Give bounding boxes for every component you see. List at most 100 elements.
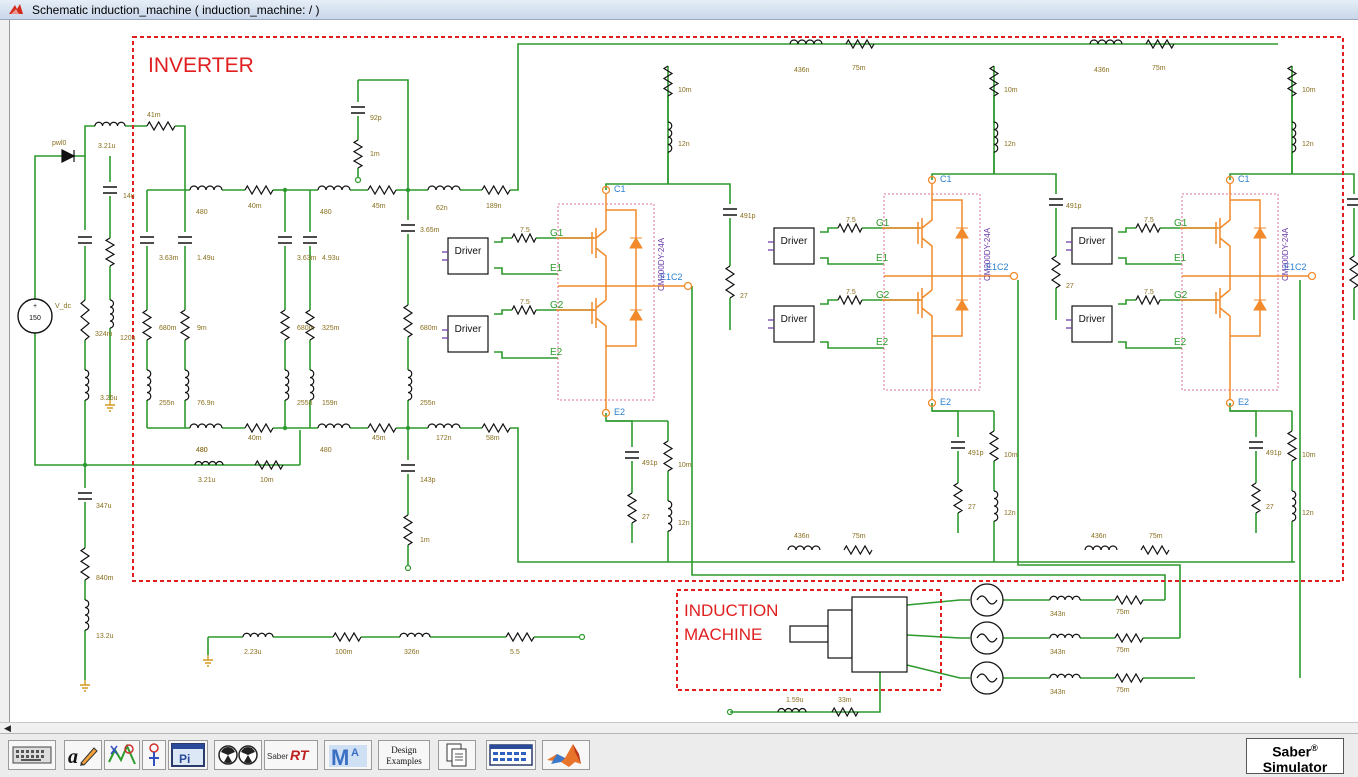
value-label: 75m xyxy=(852,533,866,540)
radiation-icon xyxy=(218,745,258,765)
resistor xyxy=(1050,255,1062,289)
matlab-button[interactable] xyxy=(542,740,590,770)
value-label: 100m xyxy=(335,649,353,656)
value-label: 41m xyxy=(147,112,161,119)
inductor xyxy=(993,490,999,522)
value-label: 75m xyxy=(1116,647,1130,654)
resistor xyxy=(179,309,191,341)
grid-table-button[interactable] xyxy=(486,740,536,770)
value-label: 27 xyxy=(642,514,650,521)
value-label: 480 xyxy=(196,209,208,216)
terminal xyxy=(726,708,734,716)
saber-rt-button[interactable]: Saber RT xyxy=(264,740,318,770)
terminal xyxy=(404,564,412,572)
resistor xyxy=(1140,544,1170,556)
design-examples-icon: Design Examples xyxy=(386,745,422,766)
probe-button[interactable] xyxy=(142,740,166,770)
capacitor xyxy=(401,464,415,472)
canvas-left-border xyxy=(0,20,10,722)
value-label: 75m xyxy=(1152,65,1166,72)
driver-label: Driver xyxy=(1079,236,1106,247)
value-label: 343n xyxy=(1050,611,1066,618)
capacitor xyxy=(351,106,365,114)
saber-logo-icon xyxy=(9,4,23,14)
resistor xyxy=(104,237,116,267)
horizontal-scrollbar[interactable]: ◀ xyxy=(0,722,1358,733)
junction-dot xyxy=(282,425,288,431)
emitter-label: E2 xyxy=(876,337,889,348)
scope-button[interactable]: Pi xyxy=(168,740,208,770)
resistor xyxy=(146,120,176,132)
value-label: 120u xyxy=(120,335,136,342)
sine-icon xyxy=(976,673,998,683)
wire xyxy=(494,237,512,243)
gate-label: G2 xyxy=(1174,290,1188,301)
driver-label: Driver xyxy=(455,246,482,257)
resistor xyxy=(845,38,875,50)
svg-text:Saber: Saber xyxy=(267,752,289,761)
grid-table-icon xyxy=(489,744,533,766)
radiation-button[interactable] xyxy=(214,740,262,770)
value-label: 92p xyxy=(370,115,382,122)
emitter-label: E2 xyxy=(550,347,563,358)
motor-body xyxy=(851,596,908,673)
resistor xyxy=(1135,294,1161,306)
capacitor xyxy=(401,224,415,232)
value-label: 436n xyxy=(794,67,810,74)
value-label: 3.21u xyxy=(198,477,216,484)
matlab-m-icon: M A xyxy=(329,745,367,769)
resistor xyxy=(80,299,90,341)
design-examples-button[interactable]: Design Examples xyxy=(378,740,430,770)
text-pencil-icon: a xyxy=(68,746,98,767)
value-label: 9m xyxy=(197,325,207,332)
value-label: 10m xyxy=(1004,87,1018,94)
resistor xyxy=(1348,255,1358,289)
examples-label: Examples xyxy=(386,756,422,766)
scroll-left-arrow-icon[interactable]: ◀ xyxy=(4,723,11,733)
resistor xyxy=(244,184,274,196)
text-tool-button[interactable]: a xyxy=(64,740,102,770)
emitter-label: E1 xyxy=(1174,253,1187,264)
parts-button[interactable] xyxy=(104,740,140,770)
value-label: 13.2u xyxy=(96,633,114,640)
keyboard-button[interactable] xyxy=(8,740,56,770)
matlab-m-button[interactable]: M A xyxy=(324,740,372,770)
driver-block xyxy=(773,227,815,265)
driver-input xyxy=(1066,241,1072,251)
documents-button[interactable] xyxy=(438,740,476,770)
resistor xyxy=(1135,222,1161,234)
resistor xyxy=(279,309,291,341)
value-label: 3.21u xyxy=(98,143,116,150)
inductor xyxy=(777,707,807,713)
value-label: 480 xyxy=(196,447,208,454)
motor-shaft xyxy=(789,625,829,643)
inductor xyxy=(317,185,351,191)
pin-marker xyxy=(601,408,611,418)
sine-icon xyxy=(976,633,998,643)
induction-title-line1: INDUCTION xyxy=(684,601,778,620)
value-label: 2.23u xyxy=(244,649,262,656)
wire xyxy=(175,125,186,190)
driver-block xyxy=(1071,227,1113,265)
resistor xyxy=(1145,38,1175,50)
emitter-label: E2 xyxy=(1174,337,1187,348)
source-name: V_dc xyxy=(55,303,71,310)
capacitor xyxy=(78,236,92,244)
inductor xyxy=(1049,673,1081,679)
resistor xyxy=(831,706,859,718)
value-label: 491p xyxy=(642,460,658,467)
value-label: 27 xyxy=(740,293,748,300)
capacitor xyxy=(625,451,639,459)
design-label: Design xyxy=(391,745,417,755)
diode xyxy=(61,149,76,163)
value-label: 12n xyxy=(1004,141,1016,148)
documents-icon xyxy=(446,743,467,767)
diode-upper xyxy=(629,237,643,249)
inductor xyxy=(993,121,999,153)
pin-e2-label: E2 xyxy=(614,407,625,417)
wire xyxy=(668,183,731,204)
value-label: 1m xyxy=(370,151,380,158)
value-label: 58m xyxy=(486,435,500,442)
source-value: 150 xyxy=(29,315,41,322)
